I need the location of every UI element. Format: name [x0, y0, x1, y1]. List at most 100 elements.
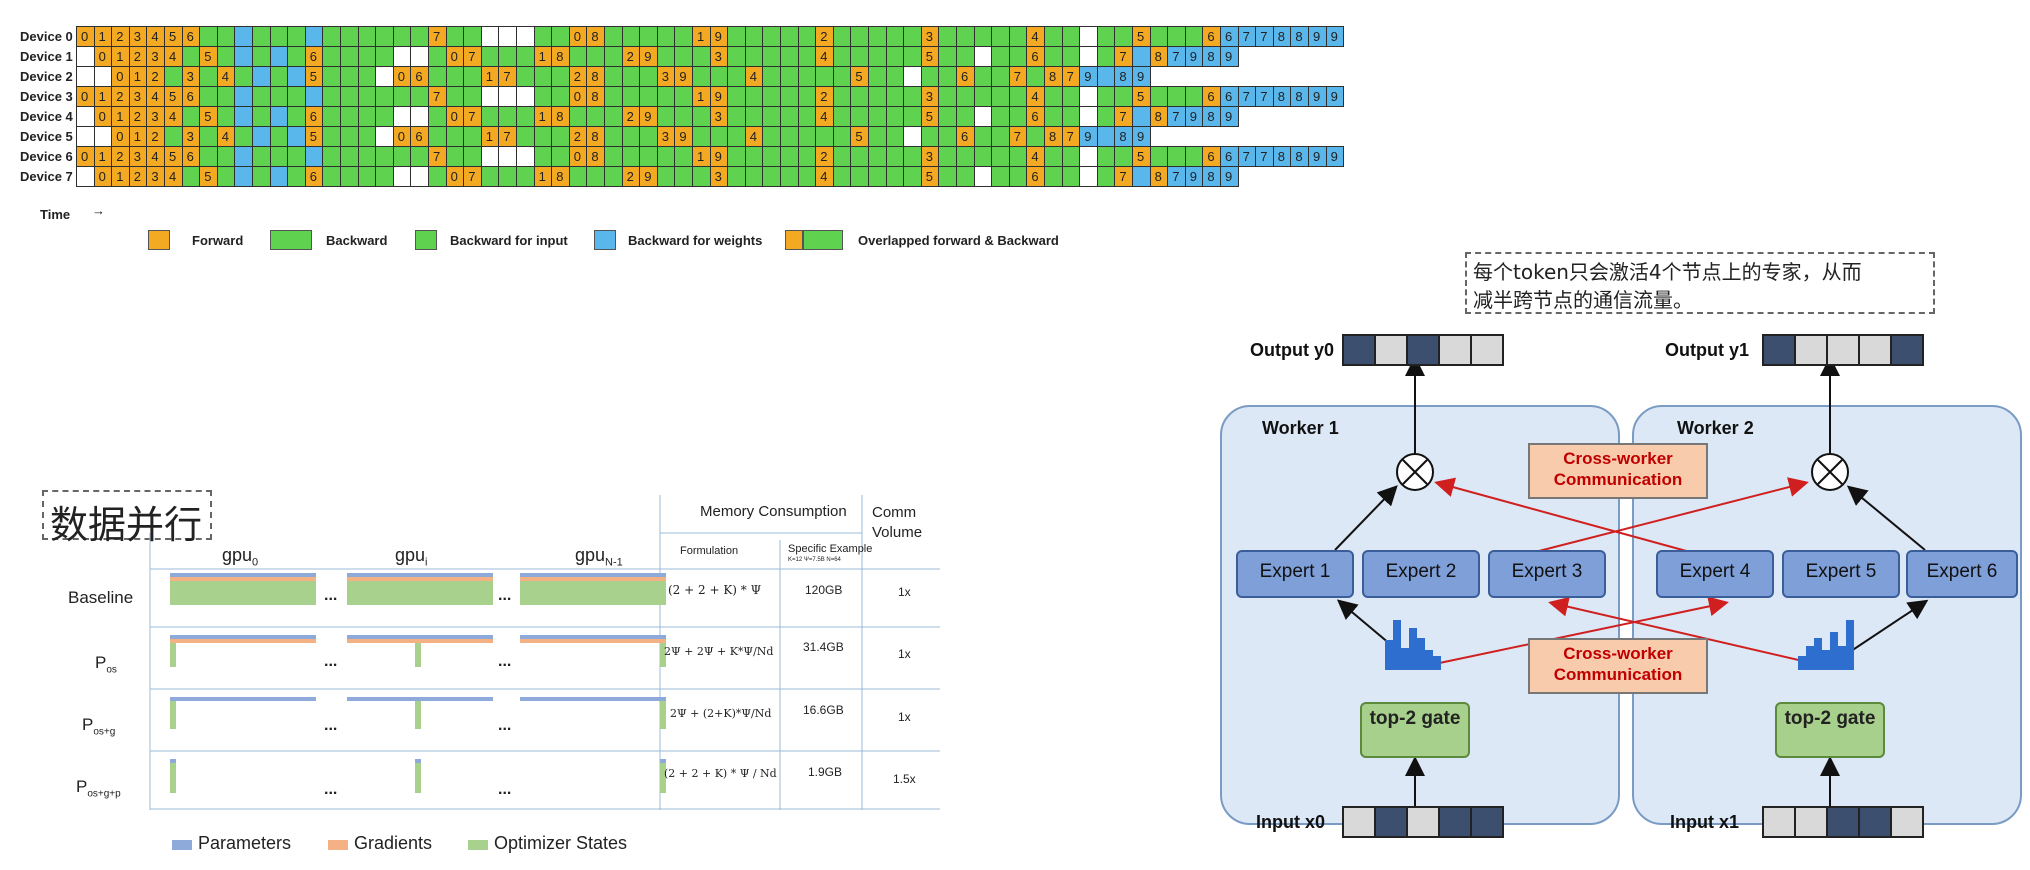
- schedule-cell: 5: [1132, 86, 1151, 107]
- schedule-cell: [903, 66, 922, 87]
- schedule-cell: 7: [1255, 86, 1274, 107]
- schedule-cell: [1079, 86, 1098, 107]
- schedule-cell: [392, 86, 412, 107]
- schedule-cell: 8: [1202, 106, 1221, 127]
- schedule-cell: [604, 146, 623, 167]
- schedule-cell: 7: [463, 46, 482, 67]
- schedule-cell: 0: [93, 106, 113, 127]
- legend-gradients-label: Gradients: [354, 833, 433, 853]
- schedule-cell: [1044, 166, 1063, 187]
- schedule-cell: 2: [128, 46, 148, 67]
- schedule-cell: [815, 66, 834, 87]
- schedule-cell: [604, 26, 623, 47]
- schedule-cell: 8: [586, 126, 605, 147]
- schedule-cell: [428, 166, 447, 187]
- schedule-cell: [568, 46, 588, 67]
- schedule-cell: 8: [1290, 26, 1309, 47]
- schedule-cell: [744, 146, 764, 167]
- schedule-cell: [252, 126, 271, 147]
- schedule-cell: 9: [1325, 146, 1345, 167]
- schedule-cell: [656, 146, 676, 167]
- gpu-last-label: gpuN-1: [575, 545, 623, 569]
- legend-optimizer-swatch: [468, 840, 488, 850]
- schedule-cell: [498, 46, 517, 67]
- schedule-cell: [727, 126, 746, 147]
- schedule-cell: [1149, 146, 1169, 167]
- schedule-cell: [1079, 106, 1098, 127]
- schedule-cell: 9: [1220, 46, 1239, 67]
- schedule-cell: 9: [1325, 26, 1345, 47]
- schedule-cell: [850, 166, 869, 187]
- schedule-cell: [1061, 26, 1081, 47]
- pos-gpu0-bars: [170, 635, 316, 667]
- schedule-cell: 5: [920, 106, 940, 127]
- schedule-cell: [269, 106, 289, 127]
- schedule-cell: [551, 146, 570, 167]
- legend-overlapped-label: Overlapped forward & Backward: [858, 233, 1059, 248]
- schedule-cell: 9: [1132, 126, 1151, 147]
- schedule-cell: [463, 86, 482, 107]
- schedule-cell: [445, 146, 465, 167]
- schedule-cell: [744, 46, 764, 67]
- schedule-cell: [357, 46, 377, 67]
- device-label: Device 4: [20, 109, 73, 124]
- schedule-cell: [269, 86, 289, 107]
- schedule-cell: [744, 26, 764, 47]
- schedule-cell: [322, 166, 341, 187]
- schedule-cell: [287, 146, 306, 167]
- device-label: Device 7: [20, 169, 73, 184]
- time-arrow: →: [92, 203, 105, 218]
- schedule-cell: [868, 86, 887, 107]
- schedule-cell: [234, 66, 253, 87]
- schedule-cell: [1026, 66, 1045, 87]
- schedule-cell: [973, 86, 993, 107]
- schedule-cell: [991, 126, 1010, 147]
- schedule-cell: [568, 106, 588, 127]
- vector-cell: [1438, 334, 1472, 366]
- schedule-cell: [1096, 66, 1116, 87]
- row-label-pos: Pos: [95, 653, 117, 676]
- schedule-cell: [498, 86, 517, 107]
- schedule-cell: 8: [586, 66, 605, 87]
- schedule-cell: [1061, 86, 1081, 107]
- schedule-cell: 8: [551, 106, 570, 127]
- schedule-cell: [973, 46, 993, 67]
- schedule-cell: [498, 146, 517, 167]
- schedule-cell: [1114, 86, 1133, 107]
- schedule-cell: [410, 46, 429, 67]
- schedule-cell: 5: [164, 146, 183, 167]
- schedule-cell: [533, 126, 553, 147]
- vector-cell: [1858, 334, 1892, 366]
- schedule-cell: [1061, 106, 1081, 127]
- schedule-cell: [181, 106, 201, 127]
- device-label: Device 3: [20, 89, 73, 104]
- schedule-cell: 9: [709, 26, 729, 47]
- schedule-cell: [287, 26, 306, 47]
- schedule-cell: [973, 146, 993, 167]
- schedule-cell: 9: [639, 106, 658, 127]
- ellipsis: ...: [498, 587, 512, 604]
- zero-grid: [149, 495, 940, 810]
- schedule-cell: [216, 146, 236, 167]
- schedule-cell: [656, 26, 676, 47]
- schedule-cell: 6: [1220, 86, 1239, 107]
- schedule-cell: 7: [463, 166, 482, 187]
- schedule-cell: [868, 106, 887, 127]
- schedule-cell: [639, 86, 658, 107]
- schedule-cell: [375, 66, 394, 87]
- schedule-cell: [938, 46, 957, 67]
- schedule-cell: [340, 126, 359, 147]
- schedule-cell: [1149, 86, 1169, 107]
- schedule-cell: [674, 26, 693, 47]
- schedule-cell: 9: [1184, 106, 1204, 127]
- schedule-cell: [287, 126, 306, 147]
- schedule-cell: 0: [392, 66, 412, 87]
- schedule-cell: [727, 26, 746, 47]
- schedule-cell: [938, 106, 957, 127]
- schedule-cell: [199, 146, 218, 167]
- zero-title-box: 数据并行: [42, 490, 212, 547]
- schedule-cell: [216, 106, 236, 127]
- schedule-cell: 5: [199, 46, 218, 67]
- schedule-cell: [392, 146, 412, 167]
- schedule-cell: 3: [146, 106, 165, 127]
